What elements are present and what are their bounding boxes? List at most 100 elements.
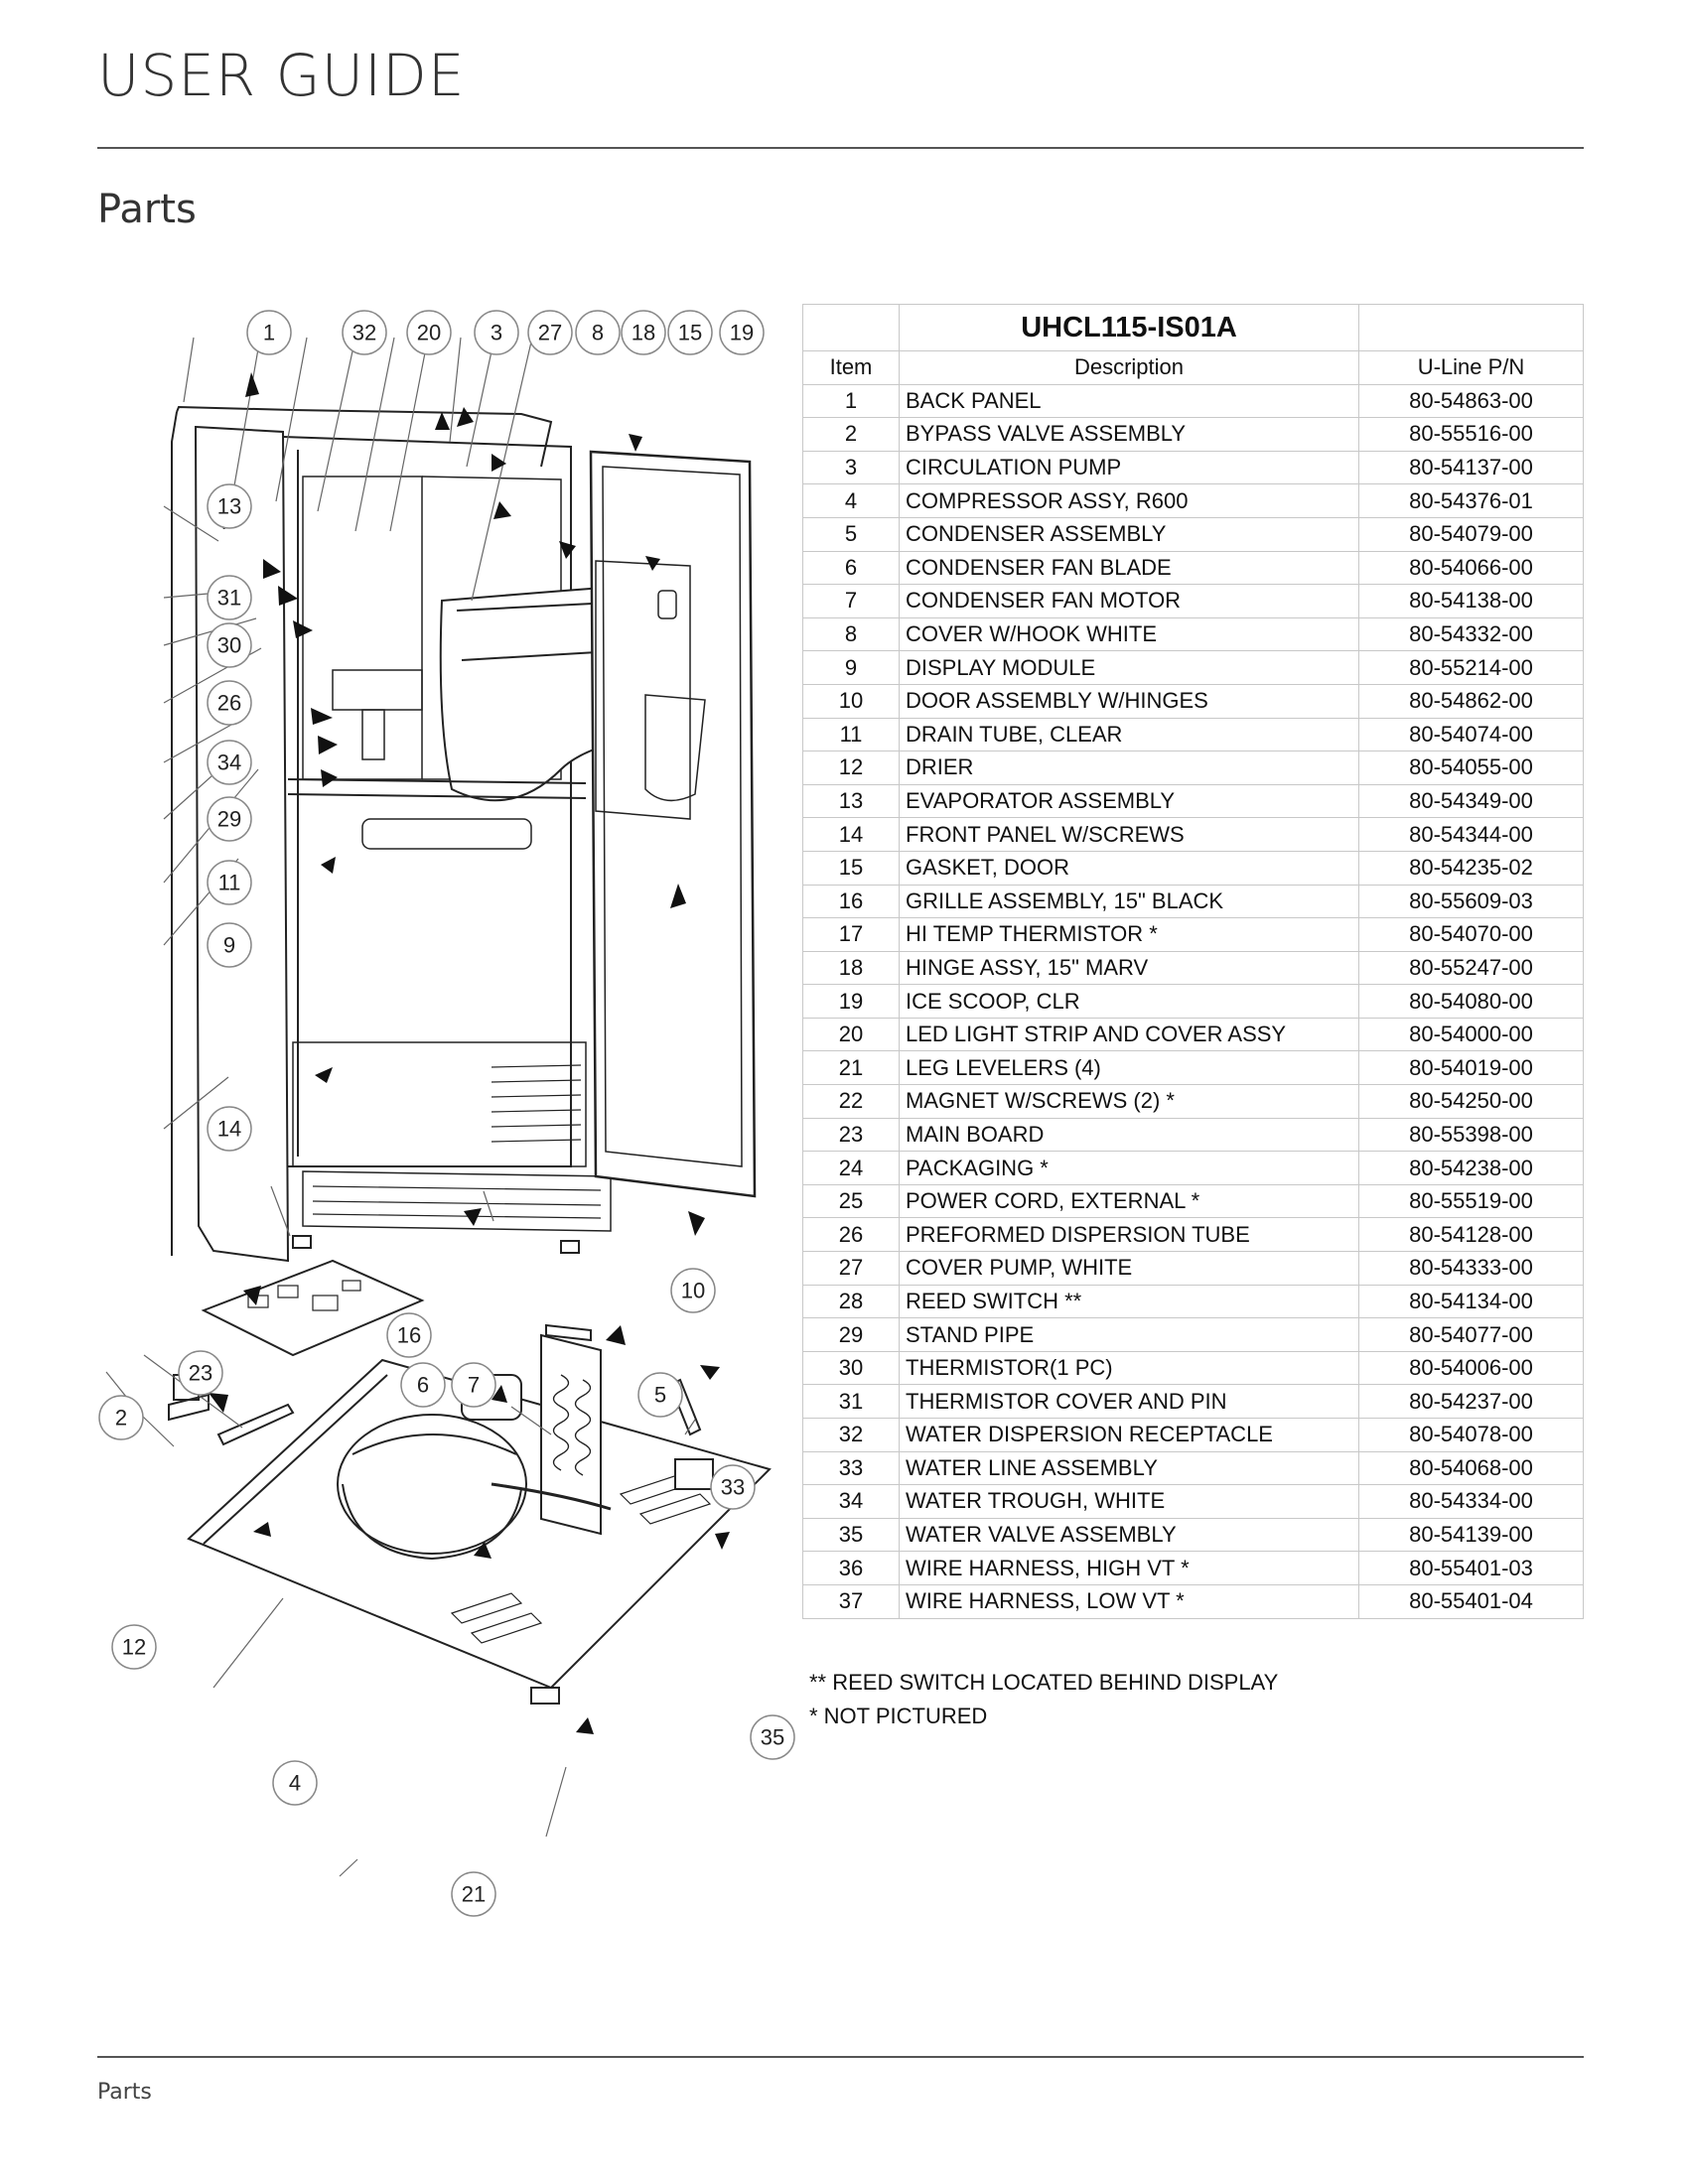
- base-components-drawing: [168, 1259, 772, 1705]
- callout-1: 1: [246, 310, 292, 355]
- part-number: 80-54138-00: [1358, 584, 1584, 618]
- part-number: 80-54137-00: [1358, 450, 1584, 485]
- item-number: 33: [802, 1450, 900, 1486]
- svg-text:4: 4: [289, 1771, 301, 1796]
- part-number: 80-54376-01: [1358, 483, 1584, 518]
- callout-34: 34: [207, 740, 252, 785]
- callout-4: 4: [272, 1760, 318, 1806]
- callout-7: 7: [451, 1362, 496, 1408]
- callout-5: 5: [637, 1372, 683, 1418]
- part-number: 80-55401-04: [1358, 1583, 1584, 1619]
- item-number: 26: [802, 1217, 900, 1253]
- callout-32: 32: [342, 310, 387, 355]
- callout-35: 35: [750, 1714, 795, 1760]
- svg-text:23: 23: [189, 1361, 212, 1386]
- note-reed-switch: ** REED SWITCH LOCATED BEHIND DISPLAY: [809, 1670, 1279, 1695]
- part-number: 80-54074-00: [1358, 717, 1584, 752]
- ice-machine-cabinet-drawing: [171, 405, 757, 1263]
- callout-15: 15: [667, 310, 713, 355]
- part-number: 80-55247-00: [1358, 950, 1584, 986]
- item-number: 3: [802, 450, 900, 485]
- part-description: GRILLE ASSEMBLY, 15" BLACK: [899, 884, 1359, 919]
- part-number: 80-54078-00: [1358, 1418, 1584, 1452]
- callout-19: 19: [719, 310, 765, 355]
- part-description: CONDENSER ASSEMBLY: [899, 516, 1359, 552]
- callout-29: 29: [207, 796, 252, 842]
- part-number: 80-55398-00: [1358, 1117, 1584, 1153]
- part-number: 80-54079-00: [1358, 516, 1584, 552]
- svg-text:5: 5: [654, 1383, 666, 1408]
- part-description: LEG LEVELERS (4): [899, 1050, 1359, 1086]
- item-number: 11: [802, 717, 900, 752]
- part-description: CONDENSER FAN BLADE: [899, 550, 1359, 586]
- callout-9: 9: [207, 922, 252, 968]
- item-number: 22: [802, 1084, 900, 1119]
- callout-6: 6: [400, 1362, 446, 1408]
- svg-text:13: 13: [217, 494, 241, 519]
- part-number: 80-54250-00: [1358, 1084, 1584, 1119]
- part-number: 80-55609-03: [1358, 884, 1584, 919]
- item-number: 35: [802, 1517, 900, 1553]
- parts-exploded-diagram: 1 32 20 3 27 8 18 15 19 13 31 30 26 34 2…: [98, 310, 795, 1917]
- svg-text:9: 9: [223, 933, 235, 958]
- part-number: 80-54238-00: [1358, 1151, 1584, 1185]
- part-description: WIRE HARNESS, HIGH VT *: [899, 1551, 1359, 1585]
- part-description: PACKAGING *: [899, 1151, 1359, 1185]
- svg-text:10: 10: [681, 1279, 705, 1303]
- callout-18: 18: [621, 310, 666, 355]
- callout-26: 26: [207, 680, 252, 726]
- svg-text:33: 33: [721, 1475, 745, 1500]
- part-description: WATER TROUGH, WHITE: [899, 1484, 1359, 1519]
- callout-12: 12: [111, 1624, 157, 1670]
- part-number: 80-54006-00: [1358, 1350, 1584, 1386]
- table-notes: ** REED SWITCH LOCATED BEHIND DISPLAY * …: [809, 1666, 1278, 1733]
- part-number: 80-54068-00: [1358, 1450, 1584, 1486]
- part-description: DOOR ASSEMBLY W/HINGES: [899, 683, 1359, 719]
- part-number: 80-54333-00: [1358, 1251, 1584, 1286]
- item-number: 10: [802, 683, 900, 719]
- svg-text:34: 34: [217, 751, 241, 775]
- callout-8: 8: [575, 310, 621, 355]
- part-description: COVER PUMP, WHITE: [899, 1251, 1359, 1286]
- item-number: 20: [802, 1017, 900, 1052]
- model-number: UHCL115-IS01A: [899, 304, 1359, 351]
- part-description: DRIER: [899, 751, 1359, 785]
- item-number: 37: [802, 1583, 900, 1619]
- part-number: 80-54019-00: [1358, 1050, 1584, 1086]
- item-number: 30: [802, 1350, 900, 1386]
- item-number: 32: [802, 1418, 900, 1452]
- section-title: Parts: [97, 187, 197, 232]
- part-number: 80-55401-03: [1358, 1551, 1584, 1585]
- callout-2: 2: [98, 1395, 144, 1440]
- item-number: 5: [802, 516, 900, 552]
- svg-text:12: 12: [122, 1635, 146, 1660]
- item-number: 8: [802, 616, 900, 652]
- column-header-description: Description: [899, 350, 1359, 385]
- item-number: 19: [802, 984, 900, 1019]
- callout-14: 14: [207, 1106, 252, 1152]
- item-number: 17: [802, 917, 900, 952]
- part-number: 80-54077-00: [1358, 1317, 1584, 1352]
- part-description: STAND PIPE: [899, 1317, 1359, 1352]
- svg-text:2: 2: [115, 1406, 127, 1431]
- item-number: 7: [802, 584, 900, 618]
- note-not-pictured: * NOT PICTURED: [809, 1704, 988, 1728]
- svg-text:26: 26: [217, 691, 241, 716]
- callout-16: 16: [386, 1312, 432, 1358]
- svg-text:35: 35: [761, 1725, 784, 1750]
